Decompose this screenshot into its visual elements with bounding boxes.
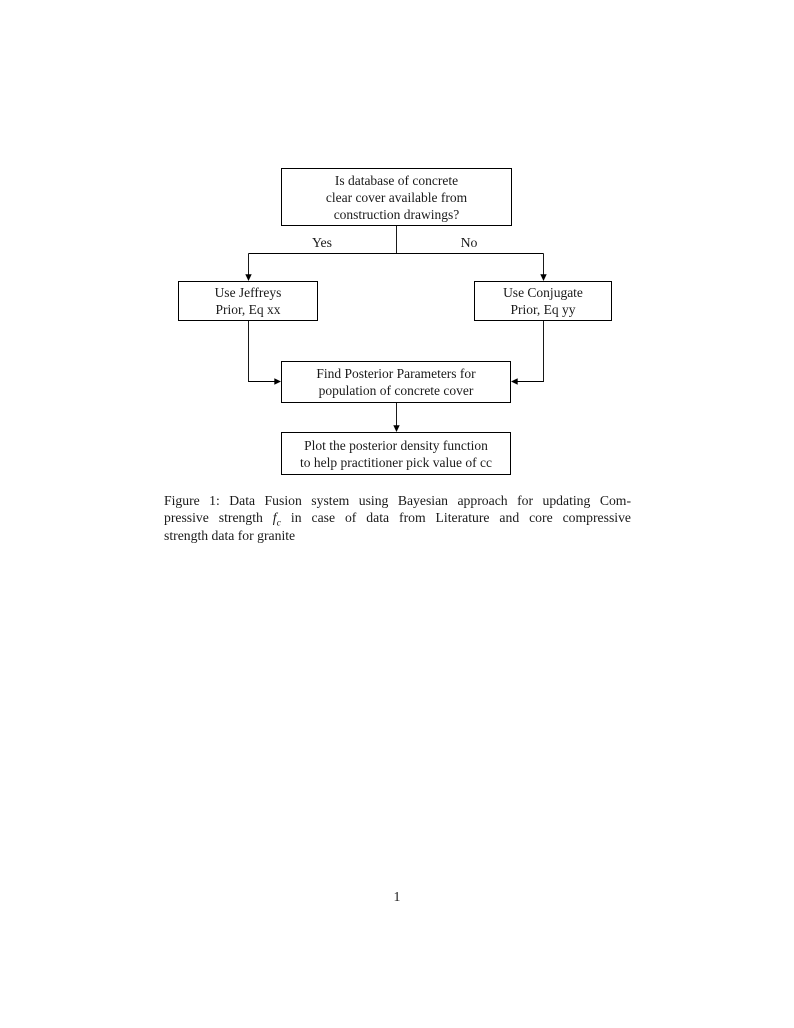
arrowhead-plot [393,425,400,432]
caption-line-2: pressive strength fc in case of data fro… [164,509,631,530]
figure-caption: Figure 1: Data Fusion system using Bayes… [164,492,631,544]
arrowhead-conjugate [511,378,518,385]
math-fc-subscript: c [276,518,281,530]
flowchart-box-decision: Is database of concrete clear cover avai… [281,168,512,226]
flowchart-box-plot-density: Plot the posterior density function to h… [281,432,511,475]
page-number: 1 [393,889,401,904]
flowchart-box-posterior-parameters: Find Posterior Parameters for population… [281,361,511,403]
arrowhead-no [540,274,547,281]
connector-conjugate-elbow [517,321,544,382]
caption-line-3: strength data for granite [164,527,296,543]
connector-jeffreys-elbow [248,321,275,382]
arrowhead-jeffreys [274,378,281,385]
caption-line-1: Figure 1: Data Fusion system using Bayes… [164,493,631,508]
caption-line2-pre: pressive strength [164,510,273,526]
math-fc-variable: f [272,510,277,526]
edge-label-no: No [460,235,478,250]
caption-line2-post: in case of data from Literature and core… [281,510,631,526]
flowchart-box-jeffreys-prior: Use Jeffreys Prior, Eq xx [178,281,318,321]
flowchart-box-conjugate-prior: Use Conjugate Prior, Eq yy [474,281,612,321]
arrowhead-yes [245,274,252,281]
edge-label-yes: Yes [311,235,333,250]
